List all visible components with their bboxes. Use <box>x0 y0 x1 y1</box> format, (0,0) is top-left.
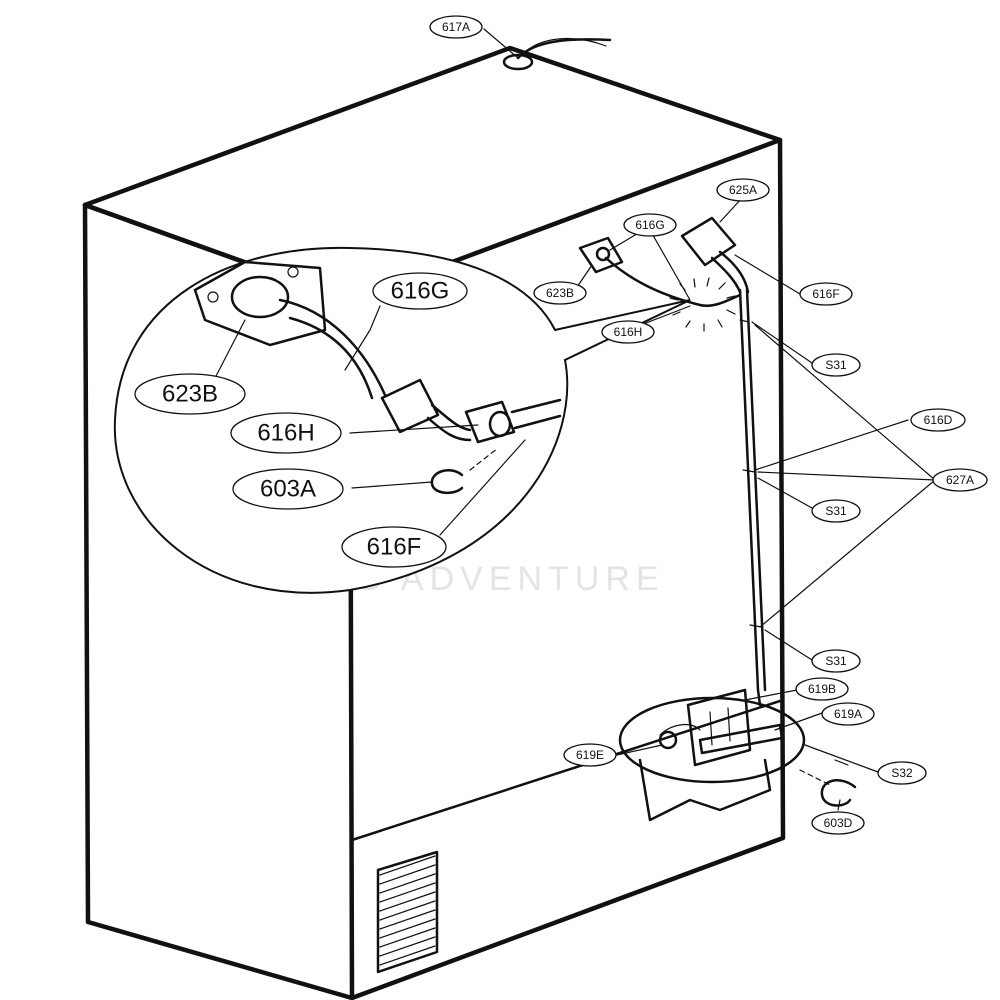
svg-text:616G: 616G <box>391 278 450 305</box>
callout-S32: S32 <box>877 761 927 785</box>
callout-619B: 619B <box>795 677 849 701</box>
callout-603D: 603D <box>811 811 865 835</box>
svg-text:S31: S31 <box>825 358 847 372</box>
callout-616H-small: 616H <box>601 320 655 344</box>
callout-623B-big: 623B <box>134 373 246 415</box>
callout-616H-big: 616H <box>230 412 342 454</box>
svg-text:616F: 616F <box>367 534 422 561</box>
svg-text:623B: 623B <box>162 381 218 408</box>
svg-text:625A: 625A <box>729 183 757 197</box>
svg-text:616H: 616H <box>614 325 643 339</box>
callout-623B-small: 623B <box>533 281 587 305</box>
callout-619A: 619A <box>821 702 875 726</box>
svg-text:617A: 617A <box>442 20 470 34</box>
callout-619E: 619E <box>563 743 617 767</box>
callout-616F-small: 616F <box>799 282 853 306</box>
svg-text:603A: 603A <box>260 476 316 503</box>
svg-text:619E: 619E <box>576 748 604 762</box>
vent-grille <box>376 850 439 974</box>
lower-assembly <box>618 688 857 822</box>
svg-text:623B: 623B <box>546 286 574 300</box>
callout-S31-b: S31 <box>811 499 861 523</box>
svg-text:603D: 603D <box>824 816 853 830</box>
svg-text:S31: S31 <box>825 654 847 668</box>
callout-616F-big: 616F <box>341 526 447 568</box>
svg-text:S32: S32 <box>891 766 913 780</box>
callout-S31-c: S31 <box>811 649 861 673</box>
callout-616D: 616D <box>910 408 966 432</box>
callout-616G-big: 616G <box>372 272 468 310</box>
callout-617A: 617A <box>429 15 483 39</box>
svg-text:616D: 616D <box>924 413 953 427</box>
svg-text:627A: 627A <box>946 473 974 487</box>
callout-627A: 627A <box>932 468 988 492</box>
callout-616G-small: 616G <box>623 213 677 237</box>
callout-625A: 625A <box>716 178 770 202</box>
svg-text:616G: 616G <box>635 218 664 232</box>
svg-text:619A: 619A <box>834 707 862 721</box>
svg-text:616F: 616F <box>812 287 839 301</box>
svg-text:616H: 616H <box>257 420 314 447</box>
svg-text:619B: 619B <box>808 682 836 696</box>
callout-S31-a: S31 <box>811 353 861 377</box>
top-grommet <box>502 37 612 71</box>
leader-lines <box>214 28 936 811</box>
svg-text:S31: S31 <box>825 504 847 518</box>
wire-harness <box>578 216 767 692</box>
callout-603A-big: 603A <box>232 468 344 510</box>
